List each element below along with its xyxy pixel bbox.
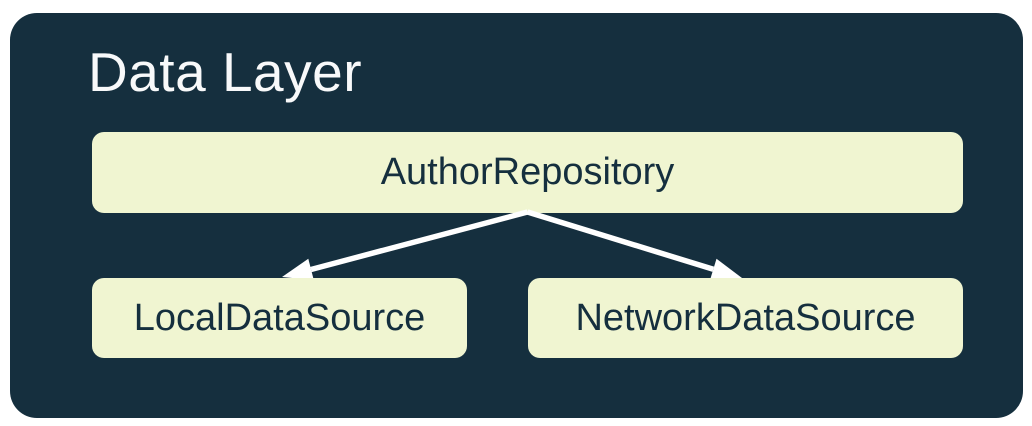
node-author-repository: AuthorRepository [92, 132, 963, 213]
node-local-data-source-label: LocalDataSource [133, 296, 426, 339]
diagram-title: Data Layer [88, 41, 363, 103]
node-local-data-source: LocalDataSource [92, 278, 467, 358]
node-author-repository-label: AuthorRepository [380, 151, 675, 193]
node-network-data-source: NetworkDataSource [528, 278, 963, 358]
node-network-data-source-label: NetworkDataSource [575, 296, 916, 339]
